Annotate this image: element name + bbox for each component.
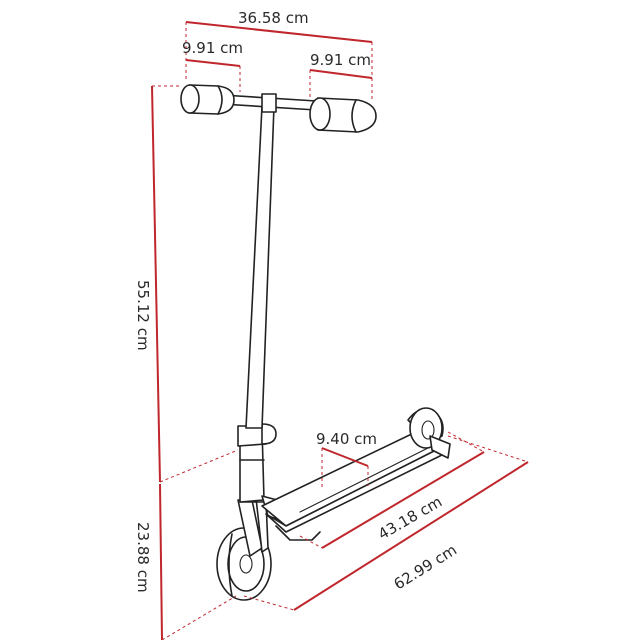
- deck-width-label: 9.40 cm: [316, 430, 377, 448]
- total-length-label: 62.99 cm: [391, 541, 460, 594]
- handlebar: [221, 93, 317, 113]
- handlebar-height-dimension: 55.12 cm: [134, 85, 182, 483]
- steering-stem: [245, 105, 275, 429]
- scooter-illustration: [180, 84, 451, 601]
- rear-wheel: [407, 407, 451, 459]
- deck-height-dimension: 23.88 cm: [134, 449, 239, 640]
- headset-clamp: [237, 423, 277, 503]
- front-fork: [237, 497, 269, 557]
- handlebar-width-dimension: 36.58 cm: [185, 9, 373, 100]
- deck-width-dimension: 9.40 cm: [316, 430, 377, 490]
- handlebar-width-label: 36.58 cm: [238, 9, 309, 27]
- right-grip: [309, 97, 377, 133]
- left-grip-dimension: 9.91 cm: [182, 39, 243, 92]
- handlebar-height-label: 55.12 cm: [134, 280, 152, 351]
- deck-height-label: 23.88 cm: [134, 522, 152, 593]
- left-grip: [180, 84, 235, 115]
- right-grip-label: 9.91 cm: [310, 51, 371, 69]
- left-grip-label: 9.91 cm: [182, 39, 243, 57]
- right-grip-dimension: 9.91 cm: [309, 51, 373, 98]
